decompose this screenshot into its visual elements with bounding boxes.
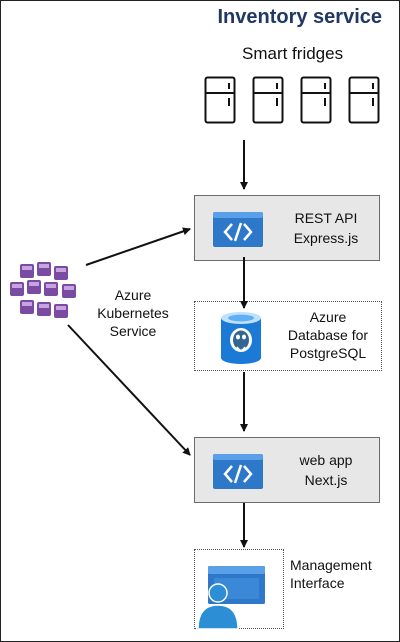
web-app-label: web app Next.js — [299, 452, 353, 488]
database-box: Azure Database for PostgreSQL — [194, 301, 382, 371]
fridge-icon — [300, 76, 332, 124]
kubernetes-service-icon — [10, 262, 76, 318]
code-icon — [213, 212, 263, 247]
devices-label: Smart fridges — [242, 44, 344, 63]
rest-api-box: REST API Express.js — [194, 195, 380, 261]
management-user-icon — [197, 566, 265, 630]
fridge-icon — [204, 76, 236, 124]
postgresql-database-icon — [221, 312, 261, 364]
code-icon — [213, 454, 263, 489]
rest-api-label: REST API Express.js — [293, 210, 359, 246]
fridge-icon — [252, 76, 284, 124]
fridge-icon — [348, 76, 380, 124]
management-interface-label: Management Interface — [290, 557, 372, 591]
kubernetes-service-label: Azure Kubernetes Service — [97, 287, 169, 339]
web-app-box: web app Next.js — [194, 437, 380, 503]
diagram-title: Inventory service — [217, 6, 382, 28]
database-label: Azure Database for PostgreSQL — [287, 309, 369, 361]
